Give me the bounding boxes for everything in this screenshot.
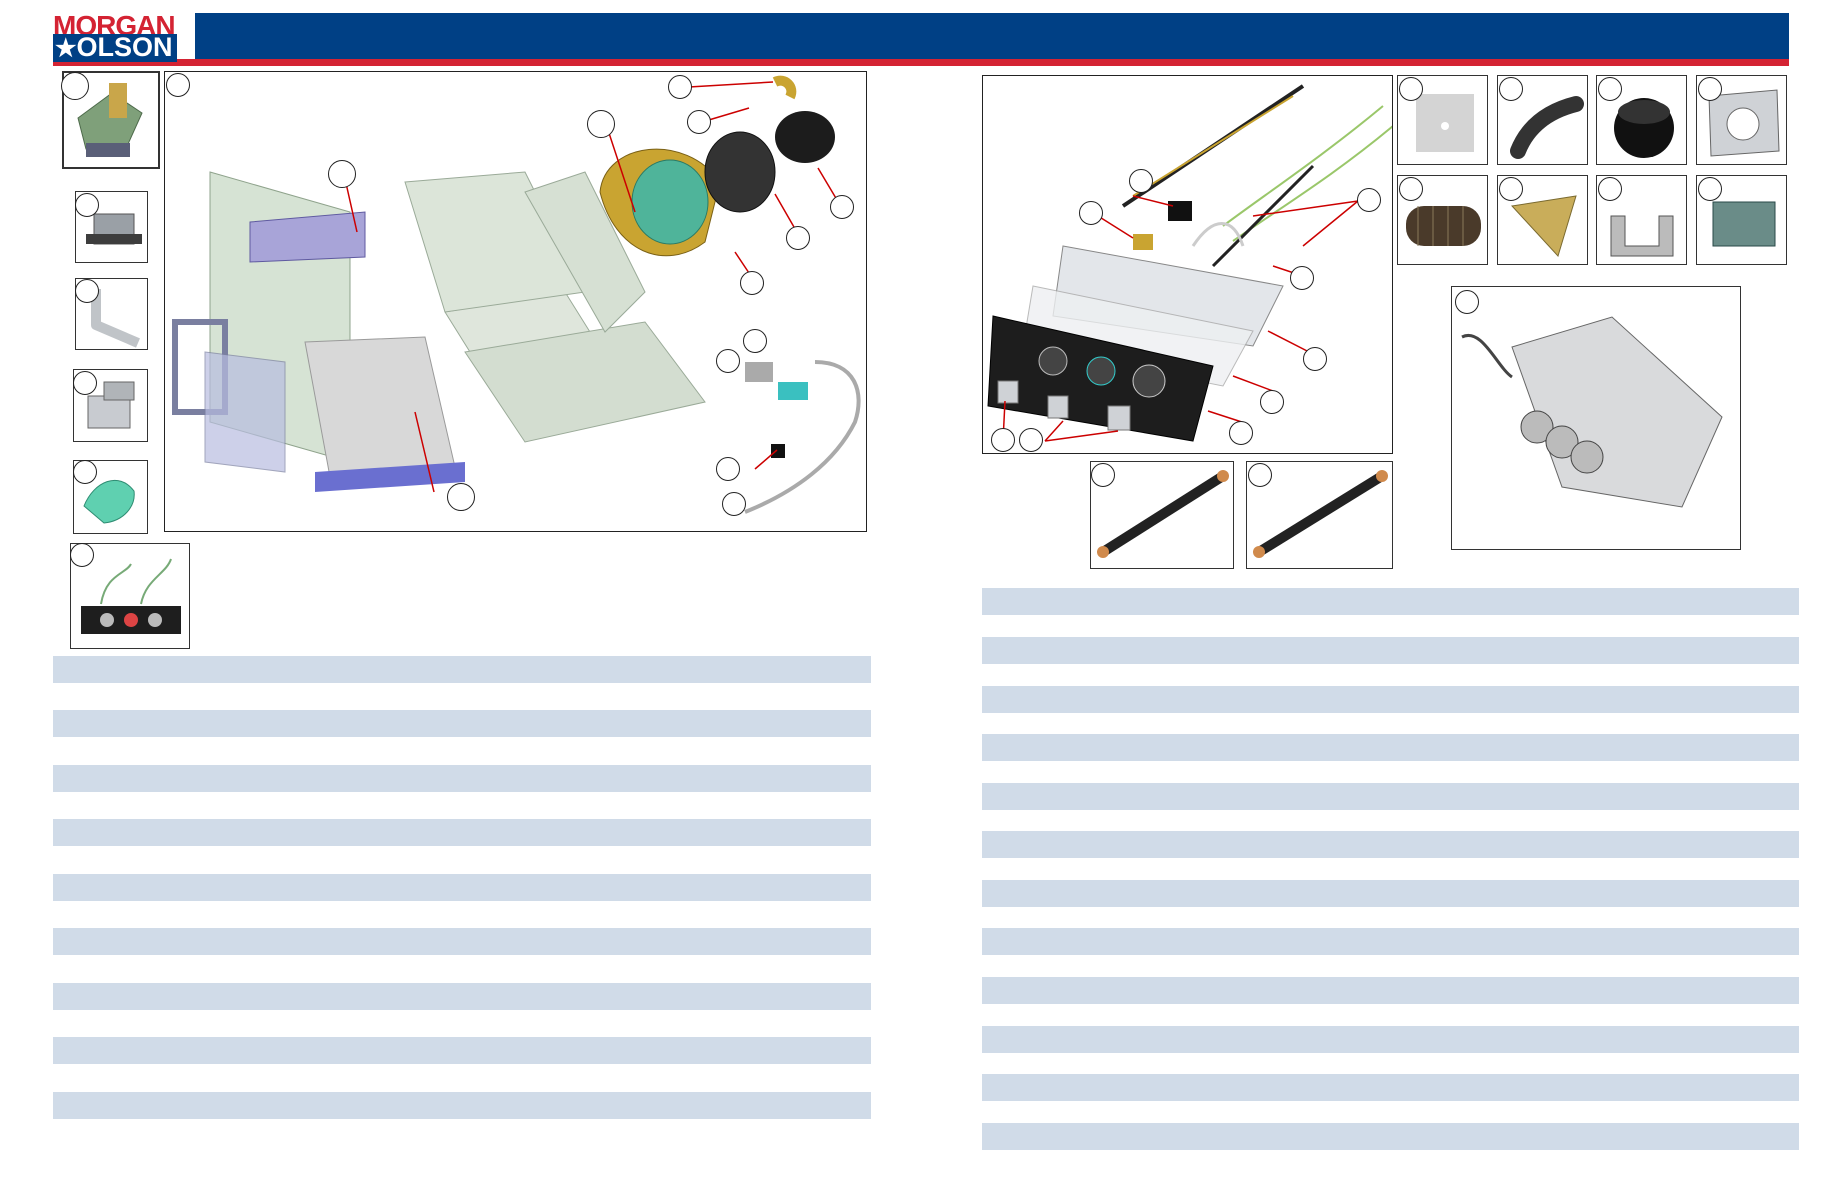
callout-circle bbox=[1079, 201, 1103, 225]
header-bar bbox=[53, 13, 1789, 59]
part-thumb-vent-cup bbox=[1596, 75, 1687, 165]
cable-illustration bbox=[1097, 470, 1229, 558]
duct-hose-illustration bbox=[1406, 206, 1481, 246]
control-assembly-illustration bbox=[987, 84, 1392, 442]
parts-table-row bbox=[982, 831, 1799, 858]
callout-circle bbox=[1399, 77, 1423, 101]
parts-table-row bbox=[982, 783, 1799, 810]
bracket-plate-illustration bbox=[1708, 89, 1780, 157]
logo-line-olson: ★OLSON bbox=[53, 34, 177, 62]
connector-illustration bbox=[1712, 201, 1776, 247]
callout-circle bbox=[328, 160, 356, 188]
vent-cup-illustration bbox=[1614, 98, 1674, 158]
parts-table-row bbox=[982, 977, 1799, 1004]
callout-circle bbox=[1598, 77, 1622, 101]
parts-table-row bbox=[982, 880, 1799, 907]
resistor-illustration bbox=[86, 213, 142, 245]
callout-circle bbox=[668, 75, 692, 99]
part-thumb-connector bbox=[1696, 175, 1787, 265]
control-panel-illustration bbox=[81, 558, 181, 634]
callout-circle bbox=[1698, 177, 1722, 201]
callout-circle bbox=[1248, 463, 1272, 487]
callout-circle bbox=[716, 457, 740, 481]
callout-circle bbox=[75, 193, 99, 217]
u-bracket-illustration bbox=[1610, 215, 1674, 257]
callout-circle bbox=[75, 279, 99, 303]
parts-table-row bbox=[53, 983, 871, 1010]
callout-circle bbox=[687, 110, 711, 134]
parts-table-row bbox=[982, 686, 1799, 713]
callout-circle bbox=[1303, 347, 1327, 371]
callout-circle bbox=[716, 349, 740, 373]
star-icon: ★ bbox=[55, 35, 77, 62]
brand-logo: MORGAN ★OLSON bbox=[53, 11, 195, 62]
parts-table-row bbox=[53, 874, 871, 901]
callout-circle bbox=[786, 226, 810, 250]
callout-circle bbox=[166, 73, 190, 97]
parts-table-row bbox=[982, 928, 1799, 955]
callout-circle bbox=[1129, 169, 1153, 193]
callout-circle bbox=[743, 329, 767, 353]
part-thumb-bracket-plate bbox=[1696, 75, 1787, 165]
part-thumb-hose bbox=[75, 278, 148, 350]
callout-circle bbox=[722, 492, 746, 516]
callout-circle bbox=[1598, 177, 1622, 201]
heater-valve-illustration bbox=[77, 83, 143, 157]
callout-circle bbox=[830, 195, 854, 219]
callout-circle bbox=[740, 271, 764, 295]
parts-table-row bbox=[53, 928, 871, 955]
part-thumb-actuator bbox=[73, 369, 148, 442]
callout-circle bbox=[1091, 463, 1115, 487]
actuator-illustration bbox=[87, 381, 135, 429]
triangle-plate-illustration bbox=[1510, 195, 1577, 257]
parts-table-row bbox=[982, 734, 1799, 761]
parts-table-row bbox=[53, 710, 871, 737]
parts-table-row bbox=[53, 1092, 871, 1119]
parts-table-row bbox=[53, 656, 871, 683]
parts-table-row bbox=[53, 819, 871, 846]
parts-table-row bbox=[53, 1037, 871, 1064]
heater-assembly-exploded-view bbox=[164, 71, 867, 532]
gasket-illustration bbox=[83, 479, 135, 524]
callout-circle bbox=[61, 72, 89, 100]
hose-illustration bbox=[91, 289, 140, 348]
heater-box-illustration bbox=[1461, 316, 1723, 508]
parts-table-row bbox=[982, 637, 1799, 664]
callout-circle bbox=[70, 543, 94, 567]
callout-circle bbox=[1698, 77, 1722, 101]
cable-illustration bbox=[1253, 470, 1388, 558]
callout-circle bbox=[1399, 177, 1423, 201]
callout-circle bbox=[73, 460, 97, 484]
header-red-stripe bbox=[53, 59, 1789, 66]
callout-circle bbox=[73, 371, 97, 395]
callout-circle bbox=[1019, 428, 1043, 452]
hose-bend-illustration bbox=[1510, 96, 1584, 159]
parts-table-row bbox=[982, 1074, 1799, 1101]
control-assembly-exploded-view bbox=[982, 75, 1393, 454]
callout-circle bbox=[1455, 290, 1479, 314]
callout-circle bbox=[1357, 188, 1381, 212]
callout-circle bbox=[447, 483, 475, 511]
pad-illustration bbox=[1416, 94, 1474, 152]
callout-circle bbox=[1499, 77, 1523, 101]
parts-table-row bbox=[982, 1123, 1799, 1150]
callout-circle bbox=[587, 110, 615, 138]
callout-circle bbox=[1260, 390, 1284, 414]
logo-olson-text: OLSON bbox=[76, 32, 173, 62]
parts-table-row bbox=[53, 765, 871, 792]
heater-assembly-illustration bbox=[172, 75, 861, 514]
parts-table-row bbox=[982, 1026, 1799, 1053]
callout-circle bbox=[1290, 266, 1314, 290]
callout-circle bbox=[1229, 421, 1253, 445]
callout-circle bbox=[991, 428, 1015, 452]
callout-circle bbox=[1499, 177, 1523, 201]
parts-table-row bbox=[982, 588, 1799, 615]
part-thumb-heater-box bbox=[1451, 286, 1741, 550]
part-thumb-pad bbox=[1397, 75, 1488, 165]
